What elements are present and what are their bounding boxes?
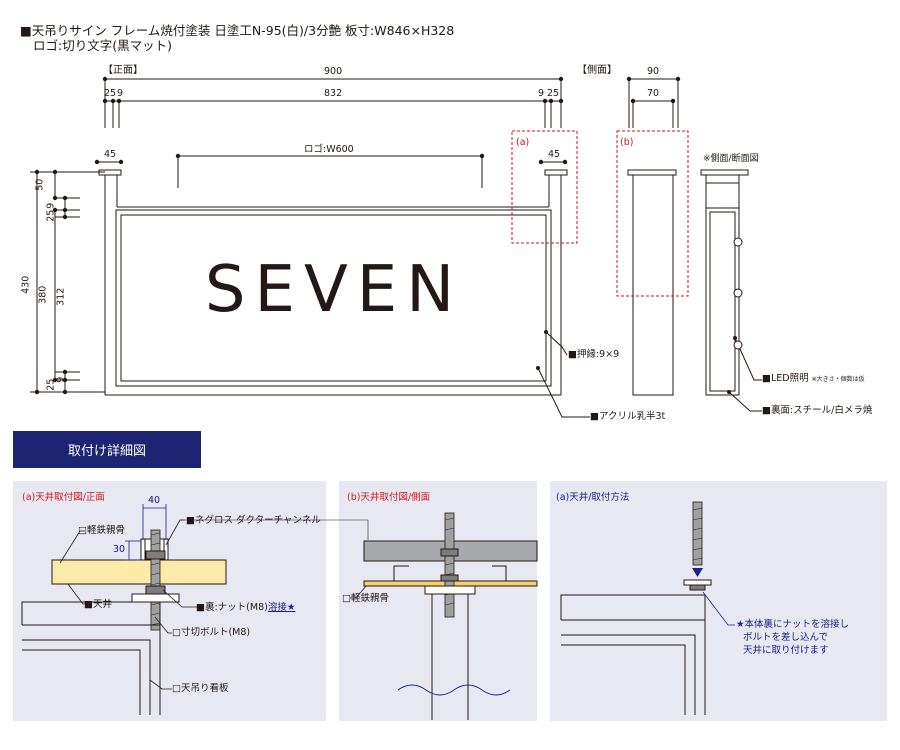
panel-c-title: (a)天井/取付方法 (556, 492, 630, 503)
dim-40: 40 (148, 495, 161, 506)
dim-right-25: 25 (547, 88, 560, 99)
label-acrylic: ■アクリル乳半3t (590, 411, 666, 422)
marker-a: (a) (516, 137, 530, 148)
dim-left-9: 9 (117, 88, 124, 99)
spec-line-2: ロゴ:切り文字(黒マット) (33, 38, 172, 53)
label-channel: ■ネグロス ダクターチャンネル (186, 515, 321, 526)
label-led: ■LED照明※大きさ・個数は仮 (762, 373, 865, 384)
dim-left-25: 25 (104, 88, 117, 99)
logo-seven: SEVEN (204, 253, 464, 327)
panel-a-title: (a)天井取付図/正面 (22, 492, 105, 503)
spec-line-1: ■天吊りサイン フレーム焼付塗装 日塗工N-95(白)/3分艶 板寸:W846×… (20, 23, 455, 38)
callout-b-box (616, 130, 689, 297)
side-section-label: 【側面】 (577, 65, 617, 76)
dim-832: 832 (324, 88, 343, 99)
details-title: 取付け詳細図 (13, 431, 201, 468)
note-line-2: ボルトを差し込んで (743, 632, 829, 643)
note-line-1: ★本体裏にナットを溶接し (736, 619, 850, 630)
label-keitetsu-b: □軽鉄親骨 (342, 593, 389, 604)
marker-b: (b) (620, 137, 634, 148)
dim-logo-width: ロゴ:W600 (304, 144, 354, 155)
label-keitetsu-a: □軽鉄親骨 (78, 525, 125, 536)
dim-900: 900 (324, 66, 343, 77)
panel-c-method (550, 481, 887, 721)
panel-b-side (339, 481, 537, 721)
label-bolt: □寸切ボルト(M8) (172, 627, 251, 638)
dim-post-left: 45 (104, 149, 117, 160)
label-section-view: ※側面/断面図 (703, 154, 759, 164)
dim-90: 90 (647, 66, 660, 77)
front-section-label: 【正面】 (103, 65, 143, 76)
dim-30: 30 (113, 544, 126, 555)
dim-right-9: 9 (538, 88, 545, 99)
label-hanging-sign: □天吊り看板 (172, 683, 229, 694)
label-tenjo: ■天井 (84, 599, 112, 610)
note-line-3: 天井に取り付けます (743, 645, 829, 656)
callout-a-box (511, 130, 578, 244)
panel-b-title: (b)天井取付図/側面 (347, 492, 431, 503)
label-nut: ■裏:ナット(M8)溶接★ (196, 602, 296, 613)
label-osaebuchi: ■押縁:9×9 (568, 349, 620, 360)
dim-70: 70 (647, 88, 660, 99)
label-back-panel: ■裏面:スチール/白メラ焼 (762, 405, 873, 416)
dim-post-right: 45 (548, 149, 561, 160)
